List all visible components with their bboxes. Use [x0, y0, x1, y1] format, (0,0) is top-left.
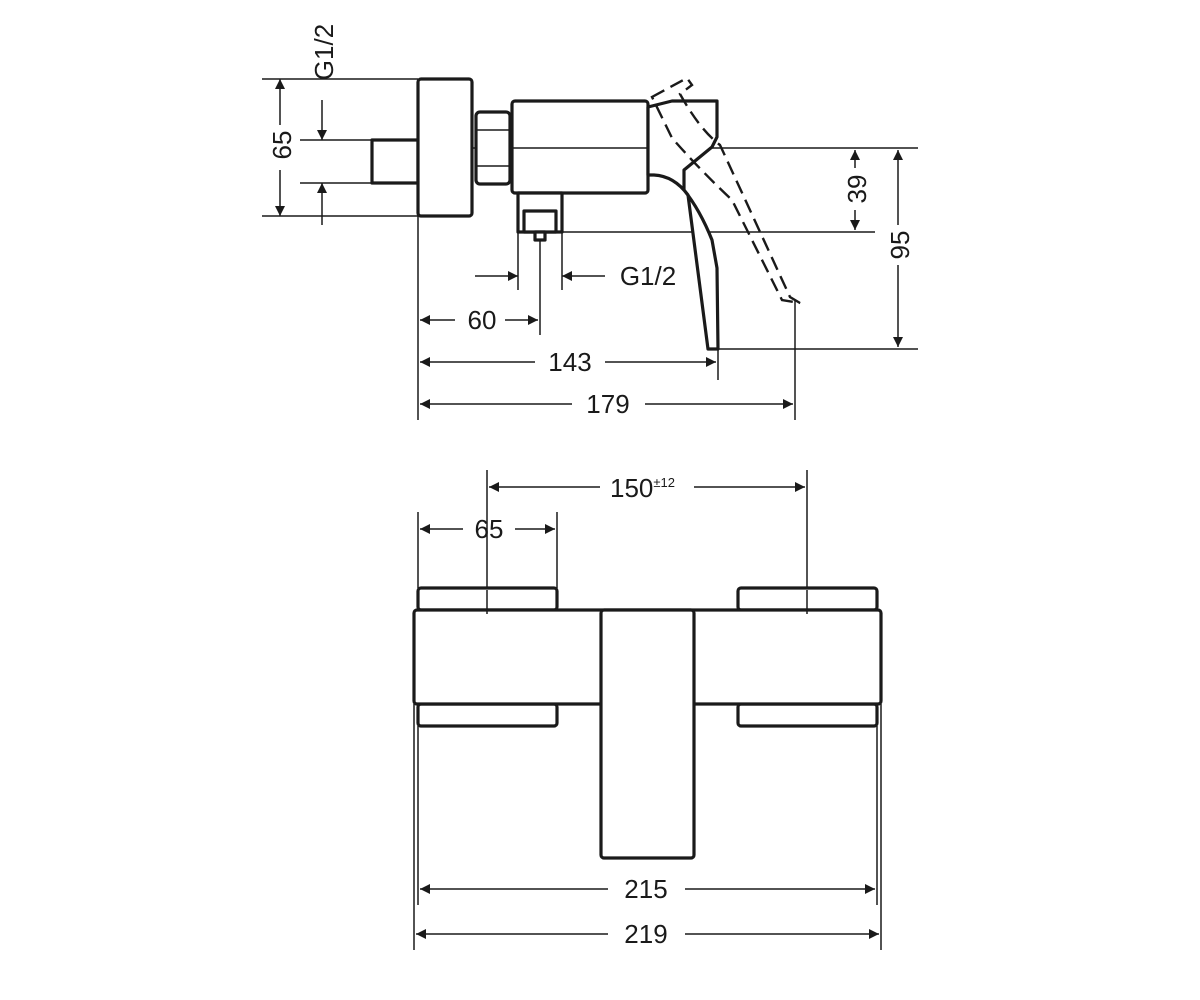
dimension-g12-outlet: G1/2: [475, 261, 676, 291]
dimension-60: 60: [420, 305, 538, 335]
dim-label-60: 60: [468, 305, 497, 335]
mixer-body: [510, 99, 650, 195]
lever-handle: [646, 99, 720, 351]
lever-handle-front: [599, 608, 696, 860]
dim-label-95: 95: [885, 231, 915, 260]
wall-connector: [370, 138, 420, 185]
dim-label-179: 179: [586, 389, 629, 419]
dimension-150: 150±12: [489, 473, 805, 503]
dimension-215: 215: [420, 874, 875, 904]
dim-label-65-width: 65: [475, 514, 504, 544]
front-view: 150±12 65 215 219: [412, 470, 883, 950]
dimension-65-width: 65: [420, 514, 555, 544]
side-view: 65 G1/2 39 95 G1/2 60: [262, 24, 918, 420]
dim-value-150: 150: [610, 473, 653, 503]
left-escutcheon-bottom: [416, 702, 559, 728]
dim-label-215: 215: [624, 874, 667, 904]
hex-nut: [474, 110, 512, 186]
dimension-39: 39: [842, 150, 872, 230]
dim-label-g12-inlet: G1/2: [309, 24, 339, 80]
lever-handle-open-position: [650, 76, 801, 305]
dim-label-39: 39: [842, 175, 872, 204]
dimension-143: 143: [420, 347, 716, 377]
dim-label-143: 143: [548, 347, 591, 377]
dim-label-219: 219: [624, 919, 667, 949]
dimension-g12-inlet: G1/2: [309, 24, 339, 225]
dim-label-150: 150±12: [610, 473, 675, 503]
dimension-179: 179: [420, 389, 793, 419]
right-escutcheon-bottom: [736, 702, 879, 728]
wall-escutcheon: [416, 77, 474, 218]
outlet-connector: [516, 191, 564, 242]
dimension-65-height: 65: [267, 79, 297, 216]
dim-label-g12-outlet: G1/2: [620, 261, 676, 291]
dim-tolerance-150: ±12: [653, 475, 675, 490]
dim-label-65: 65: [267, 131, 297, 160]
front-extension-lines: [413, 470, 882, 950]
dimension-219: 219: [416, 919, 879, 949]
dimension-95: 95: [885, 150, 915, 347]
